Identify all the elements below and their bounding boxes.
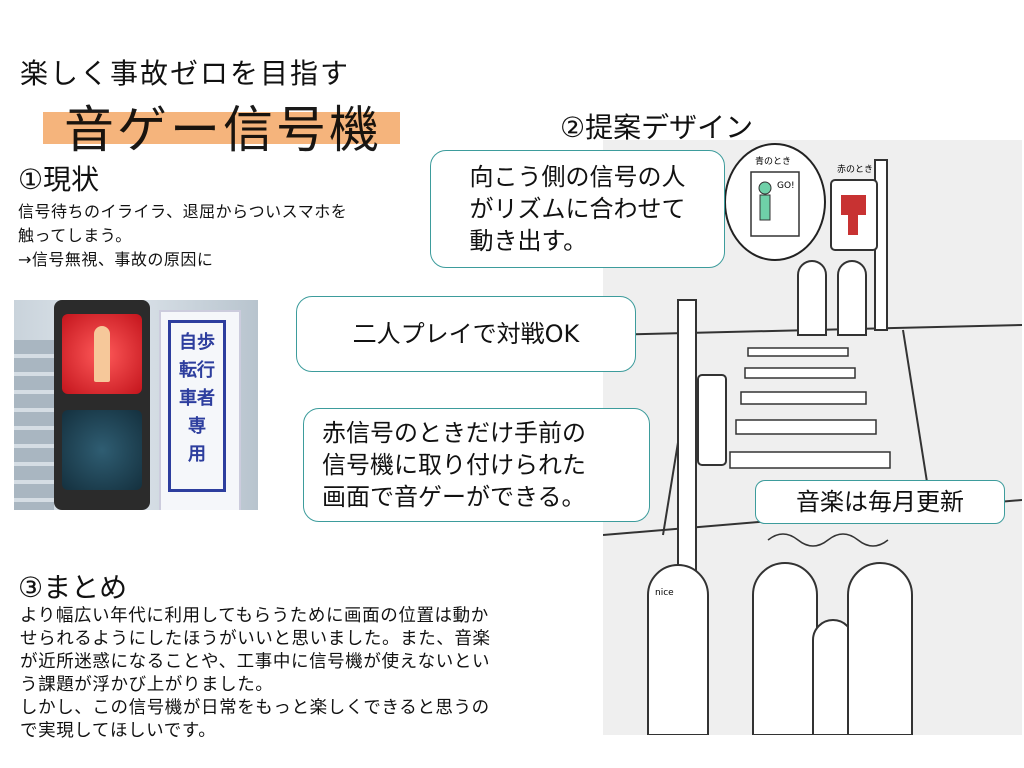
- crosswalk-stripes: [729, 347, 891, 469]
- section3-body: より幅広い年代に利用してもらうために画面の位置は動か せられるようにしたほうがい…: [20, 606, 491, 741]
- section1-heading: ①現状: [18, 163, 100, 196]
- red-dancer-icon: [841, 195, 866, 235]
- callout-red-light-game: 赤信号のときだけ手前の 信号機に取り付けられた 画面で音ゲーができる。: [303, 408, 650, 522]
- bicycle-pedestrian-sign: 自歩 転行 車者 専 用: [168, 320, 226, 492]
- people: [647, 260, 913, 736]
- callout-monthly-music: 音楽は毎月更新: [755, 480, 1005, 524]
- page-title: 音ゲー信号機: [64, 101, 382, 159]
- section1-body: 信号待ちのイライラ、退屈からついスマホを 触ってしまう。 →信号無視、事故の原因…: [18, 202, 348, 269]
- green-light-off: [62, 410, 142, 490]
- label-nice: nice: [655, 588, 674, 598]
- label-go: GO!: [777, 181, 795, 191]
- callout-two-player: 二人プレイで対戦OK: [296, 296, 636, 372]
- section2-heading: ②提案デザイン: [560, 111, 754, 144]
- signal-housing: [54, 300, 150, 510]
- callout-rhythm: 向こう側の信号の人 がリズムに合わせて 動き出す。: [430, 150, 725, 268]
- subtitle: 楽しく事故ゼロを目指す: [20, 57, 351, 90]
- green-walker-icon: [758, 181, 772, 221]
- sketch-drawing: 青のとき 赤のとき GO! nice: [602, 143, 1023, 741]
- traffic-signal-photo: 自歩 転行 車者 専 用: [14, 300, 258, 510]
- red-light: [62, 314, 142, 394]
- label-red: 赤のとき: [837, 164, 873, 175]
- label-blue: 青のとき: [755, 155, 791, 167]
- title-highlight: [43, 112, 400, 144]
- section3-heading: ③まとめ: [18, 571, 128, 604]
